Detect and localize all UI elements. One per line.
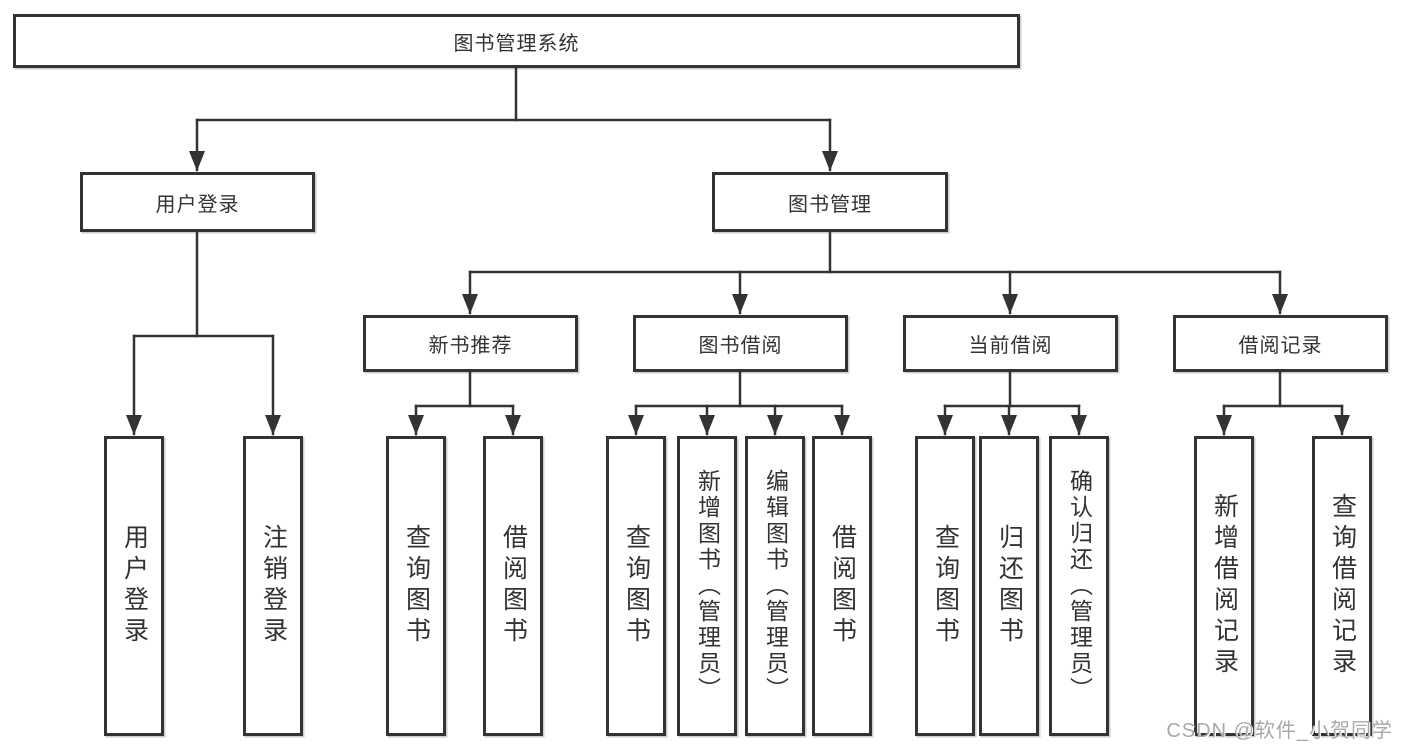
node-label: 新书推荐 [428, 335, 513, 357]
node-label: 图书借阅 [698, 335, 783, 357]
node-label: 新增图书（管理员） [694, 469, 721, 703]
node-label: 查询借阅记录 [1328, 493, 1357, 679]
leaf-confirm-return-admin: 确认归还（管理员） [1049, 436, 1109, 736]
node-label: 当前借阅 [968, 335, 1053, 357]
node-label: 注销登录 [259, 524, 288, 648]
node-library-management-system: 图书管理系统 [13, 14, 1020, 68]
leaf-borrow-books-borrowing: 借阅图书 [812, 436, 872, 736]
leaf-query-books-borrowing: 查询图书 [606, 436, 666, 736]
node-label: 确认归还（管理员） [1066, 469, 1093, 703]
node-label: 借阅图书 [499, 524, 528, 648]
leaf-query-books-recommend: 查询图书 [386, 436, 446, 736]
leaf-borrow-books-recommend: 借阅图书 [483, 436, 543, 736]
node-label: 新增借阅记录 [1210, 493, 1239, 679]
node-new-book-recommendation: 新书推荐 [363, 315, 578, 372]
csdn-watermark: CSDN @软件_小贺同学 [1166, 720, 1393, 742]
leaf-query-borrow-record: 查询借阅记录 [1312, 436, 1372, 736]
leaf-return-book: 归还图书 [979, 436, 1039, 736]
node-label: 查询图书 [402, 524, 431, 648]
leaf-logout: 注销登录 [243, 436, 303, 736]
node-label: 查询图书 [622, 524, 651, 648]
node-current-borrowing: 当前借阅 [903, 315, 1118, 372]
node-label: 用户登录 [120, 524, 149, 648]
leaf-add-book-admin: 新增图书（管理员） [677, 436, 737, 736]
node-borrowing-records: 借阅记录 [1173, 315, 1388, 372]
node-user-login-branch: 用户登录 [80, 172, 315, 232]
node-book-borrowing: 图书借阅 [633, 315, 848, 372]
node-label: 编辑图书（管理员） [762, 469, 789, 703]
node-label: 归还图书 [995, 524, 1024, 648]
leaf-user-login: 用户登录 [104, 436, 164, 736]
node-book-management-branch: 图书管理 [712, 172, 948, 232]
node-label: 图书管理系统 [453, 32, 580, 55]
leaf-query-books-current: 查询图书 [915, 436, 975, 736]
node-label: 借阅图书 [828, 524, 857, 648]
leaf-edit-book-admin: 编辑图书（管理员） [745, 436, 805, 736]
leaf-add-borrow-record: 新增借阅记录 [1194, 436, 1254, 736]
node-label: 用户登录 [155, 193, 240, 216]
node-label: 借阅记录 [1238, 335, 1323, 357]
node-label: 图书管理 [788, 193, 872, 216]
node-label: 查询图书 [931, 524, 960, 648]
